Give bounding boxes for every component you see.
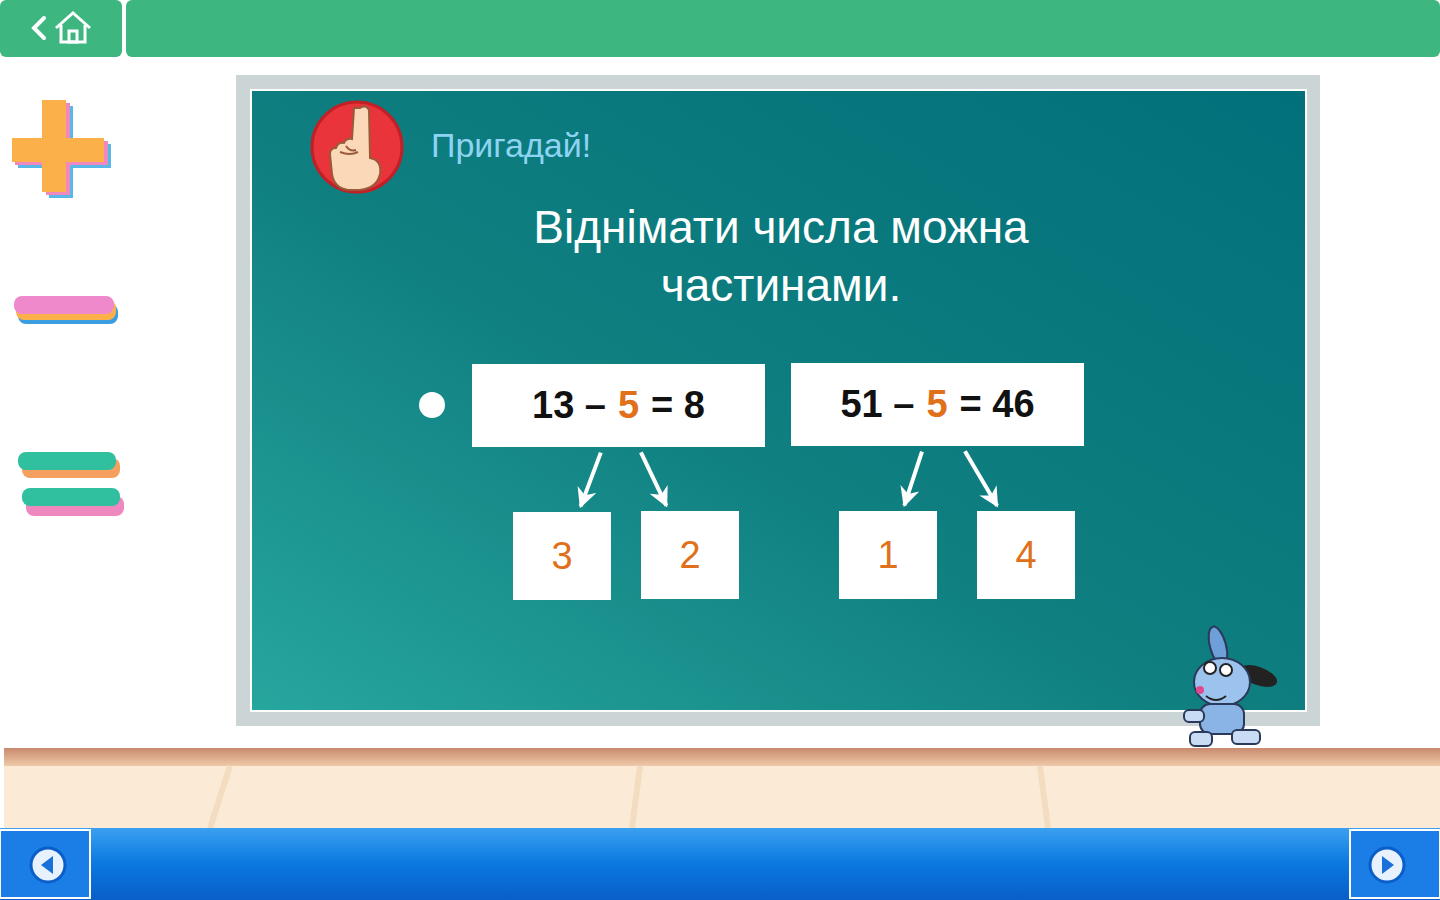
- home-button: [0, 0, 122, 57]
- robot-dog: [1184, 625, 1280, 746]
- box-content: 3: [551, 535, 572, 578]
- part-number: 3: [551, 535, 572, 577]
- split-arrow: [641, 452, 666, 505]
- floor-tiles: [210, 766, 1048, 828]
- heading: Пригадай!: [431, 126, 591, 165]
- equation-part: 5: [618, 384, 639, 427]
- box-content: 51 – 5 = 46: [834, 383, 1040, 426]
- board-frame: [236, 75, 1320, 726]
- next-button: [1370, 848, 1404, 882]
- equals-icon: [18, 452, 124, 516]
- part-number: 1: [877, 534, 898, 576]
- part-number: 4: [1015, 534, 1036, 576]
- equation-part: = 46: [960, 383, 1035, 426]
- rule-text: Віднімати числа можна частинами.: [531, 198, 1031, 314]
- board-border: [250, 89, 1307, 712]
- box-content: 1: [877, 534, 898, 577]
- part-box: 2: [641, 511, 739, 599]
- prev-panel: [0, 830, 90, 898]
- equation-part: 13 –: [532, 384, 606, 427]
- floor-edge: [4, 748, 1440, 766]
- split-arrow: [904, 452, 922, 506]
- bullet-dot: [419, 392, 445, 418]
- board: [252, 91, 1305, 710]
- equation-box: 13 – 5 = 8: [472, 364, 765, 447]
- part-box: 3: [513, 512, 611, 600]
- floor: [4, 766, 1440, 828]
- split-arrow: [965, 451, 997, 506]
- hand-badge: [312, 102, 402, 192]
- top-bar: [126, 0, 1440, 57]
- next-panel: [1350, 830, 1440, 898]
- house-icon: [56, 13, 90, 42]
- split-arrow: [581, 453, 601, 507]
- part-box: 1: [839, 511, 937, 599]
- equation-part: = 8: [651, 384, 705, 427]
- plus-icon: [12, 100, 111, 198]
- box-content: 4: [1015, 534, 1036, 577]
- equation-part: 5: [926, 383, 947, 426]
- bottom-bar: [0, 828, 1440, 900]
- equation-part: 51 –: [840, 383, 914, 426]
- prev-button: [31, 848, 65, 882]
- minus-icon: [14, 296, 118, 324]
- equation-box: 51 – 5 = 46: [791, 363, 1084, 446]
- part-box: 4: [977, 511, 1075, 599]
- part-number: 2: [679, 534, 700, 576]
- back-icon: [34, 18, 44, 38]
- box-content: 2: [679, 534, 700, 577]
- box-content: 13 – 5 = 8: [526, 384, 711, 427]
